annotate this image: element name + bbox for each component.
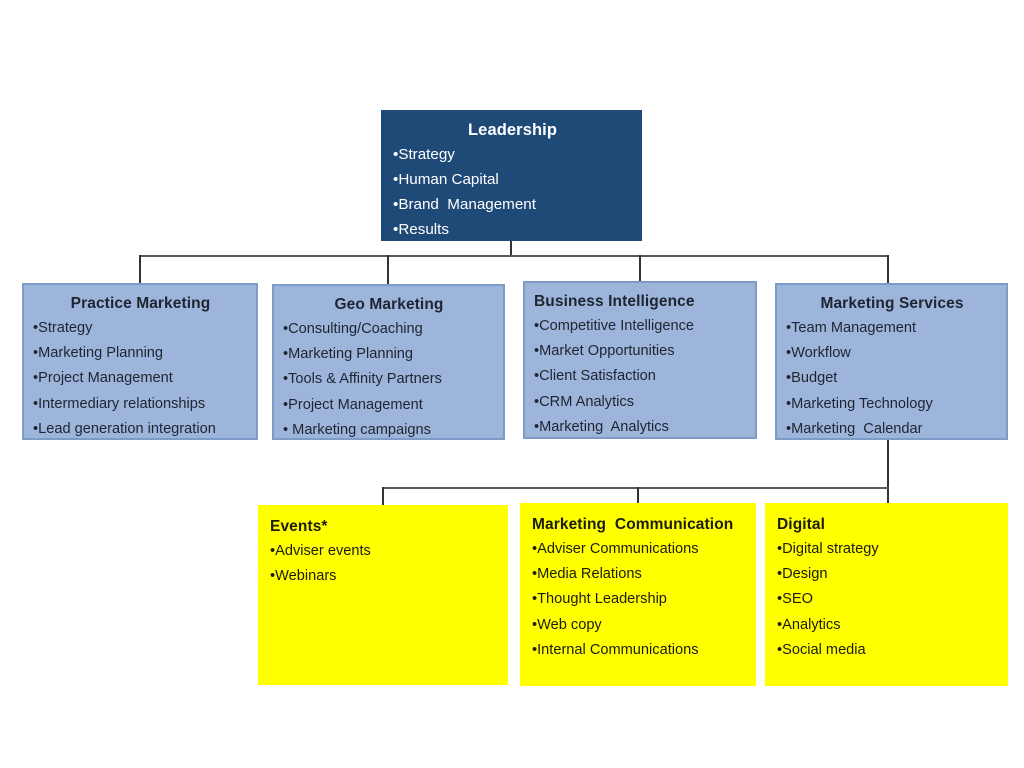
practice-marketing-item: •Strategy <box>33 320 93 336</box>
practice-marketing-item: •Intermediary relationships <box>33 395 206 412</box>
geo-marketing-item: •Marketing Planning <box>283 346 414 363</box>
connector-events-drop <box>382 487 384 505</box>
connector-practice-marketing-drop <box>139 255 141 283</box>
leadership-box: Leadership •Strategy •Human Capital •Bra… <box>381 110 642 241</box>
business-intelligence-item: •Client Satisfaction <box>534 368 656 385</box>
leadership-title: Leadership <box>467 121 558 139</box>
marketing-services-item: •Workflow <box>786 345 851 362</box>
marketing-services-item: •Marketing Technology <box>786 395 933 412</box>
geo-marketing-box: Geo Marketing •Consulting/Coaching •Mark… <box>272 284 505 440</box>
connector-leadership-drop <box>510 241 512 256</box>
leadership-item: •Results <box>393 221 449 238</box>
geo-marketing-item: • Marketing campaigns <box>283 421 431 438</box>
marketing-services-item: •Marketing Calendar <box>786 420 923 437</box>
marketing-services-title: Marketing Services <box>820 295 964 312</box>
connector-marketing-communication-drop <box>637 487 639 503</box>
leadership-item: •Human Capital <box>393 171 499 188</box>
connector-business-intelligence-drop <box>639 255 641 281</box>
geo-marketing-title: Geo Marketing <box>334 296 444 313</box>
marketing-communication-item: •Internal Communications <box>532 641 699 658</box>
business-intelligence-item: •CRM Analytics <box>534 393 634 410</box>
connector-level2-bus <box>139 255 889 257</box>
practice-marketing-item: •Lead generation integration <box>33 420 216 437</box>
connector-geo-marketing-drop <box>387 255 389 284</box>
business-intelligence-item: •Marketing Analytics <box>534 418 669 435</box>
events-item: •Adviser events <box>270 543 371 559</box>
connector-marketing-services-down <box>887 438 889 505</box>
digital-box: Digital •Digital strategy •Design •SEO •… <box>765 503 1008 686</box>
practice-marketing-box: Practice Marketing •Strategy •Marketing … <box>22 283 258 440</box>
digital-title: Digital <box>777 516 826 533</box>
digital-item: •SEO <box>777 591 813 608</box>
business-intelligence-item: •Market Opportunities <box>534 343 675 360</box>
practice-marketing-title: Practice Marketing <box>70 295 211 312</box>
digital-item: •Design <box>777 566 828 583</box>
marketing-services-item: •Team Management <box>786 320 917 336</box>
marketing-communication-box: Marketing Communication •Adviser Communi… <box>520 503 756 686</box>
practice-marketing-item: •Marketing Planning <box>33 345 164 362</box>
business-intelligence-box: Business Intelligence •Competitive Intel… <box>523 281 757 439</box>
marketing-services-item: •Budget <box>786 370 838 387</box>
events-item: •Webinars <box>270 568 337 585</box>
events-box: Events* •Adviser events •Webinars <box>258 505 508 685</box>
digital-item: •Digital strategy <box>777 541 879 557</box>
marketing-services-box: Marketing Services •Team Management •Wor… <box>775 283 1008 440</box>
marketing-communication-item: •Media Relations <box>532 566 642 583</box>
geo-marketing-item: •Tools & Affinity Partners <box>283 371 442 388</box>
geo-marketing-item: •Consulting/Coaching <box>283 321 423 337</box>
connector-marketing-services-drop <box>887 255 889 283</box>
leadership-item: •Brand Management <box>393 196 536 213</box>
geo-marketing-item: •Project Management <box>283 396 423 413</box>
marketing-communication-item: •Adviser Communications <box>532 541 699 557</box>
business-intelligence-title: Business Intelligence <box>534 293 695 310</box>
leadership-item: •Strategy <box>393 146 455 163</box>
business-intelligence-item: •Competitive Intelligence <box>534 318 695 334</box>
practice-marketing-item: •Project Management <box>33 370 173 387</box>
connector-level3-bus <box>382 487 889 489</box>
marketing-communication-item: •Web copy <box>532 616 602 633</box>
marketing-communication-title: Marketing Communication <box>532 516 734 533</box>
digital-item: •Analytics <box>777 616 841 633</box>
digital-item: •Social media <box>777 641 866 658</box>
marketing-communication-item: •Thought Leadership <box>532 591 667 608</box>
events-title: Events* <box>270 518 328 535</box>
